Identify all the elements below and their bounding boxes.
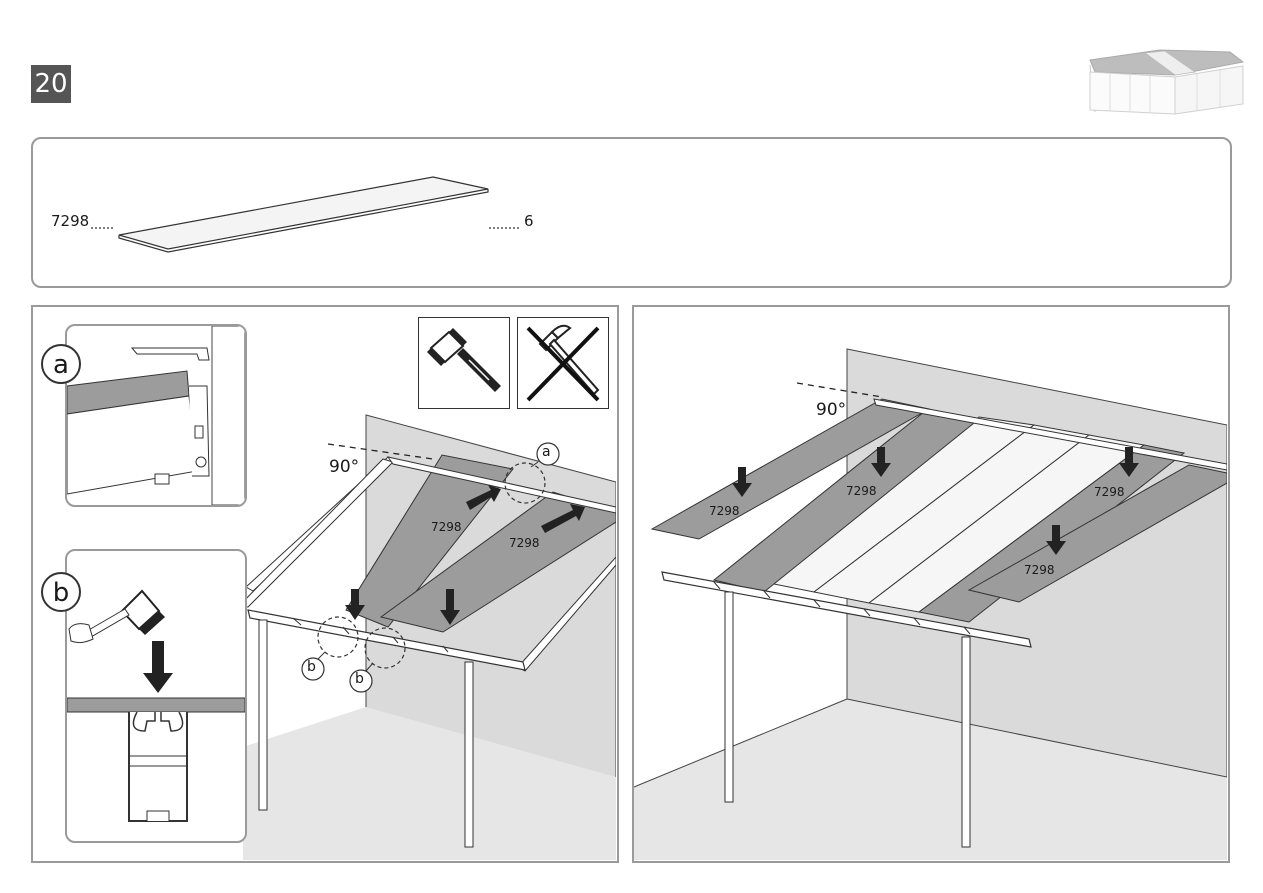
step-number: 20 bbox=[31, 65, 71, 103]
roof-sheet-part-icon bbox=[33, 139, 1229, 285]
mallet-icon bbox=[418, 317, 510, 409]
post-left bbox=[259, 620, 267, 810]
angle-label: 90° bbox=[816, 400, 846, 420]
post-left bbox=[725, 592, 733, 802]
post-right bbox=[465, 662, 473, 847]
sheet-code-label: 7298 bbox=[431, 520, 462, 534]
sheet-code-label: 7298 bbox=[1024, 563, 1055, 577]
sheet-code-label: 7298 bbox=[509, 536, 540, 550]
detail-a-inset bbox=[65, 324, 247, 507]
installation-panel-right: 90° 7298 7298 7298 7298 bbox=[632, 305, 1230, 863]
detail-b-badge: b bbox=[41, 572, 81, 612]
structure-thumbnail-icon bbox=[1085, 40, 1245, 115]
installation-panel-left: 90° a b b 7298 7298 bbox=[31, 305, 619, 863]
sheet-code-label: 7298 bbox=[846, 484, 877, 498]
sheet-code-label: 7298 bbox=[709, 504, 740, 518]
hammer-crossed-icon bbox=[517, 317, 609, 409]
angle-label: 90° bbox=[329, 457, 359, 477]
callout-b-label: b bbox=[355, 671, 364, 687]
detail-b-inset bbox=[65, 549, 247, 843]
sheet-code-label: 7298 bbox=[1094, 485, 1125, 499]
callout-a-label: a bbox=[542, 444, 551, 460]
parts-list-panel: 7298 6 bbox=[31, 137, 1232, 288]
callout-b-label: b bbox=[307, 659, 316, 675]
detail-a-badge: a bbox=[41, 344, 81, 384]
post-right bbox=[962, 637, 970, 847]
